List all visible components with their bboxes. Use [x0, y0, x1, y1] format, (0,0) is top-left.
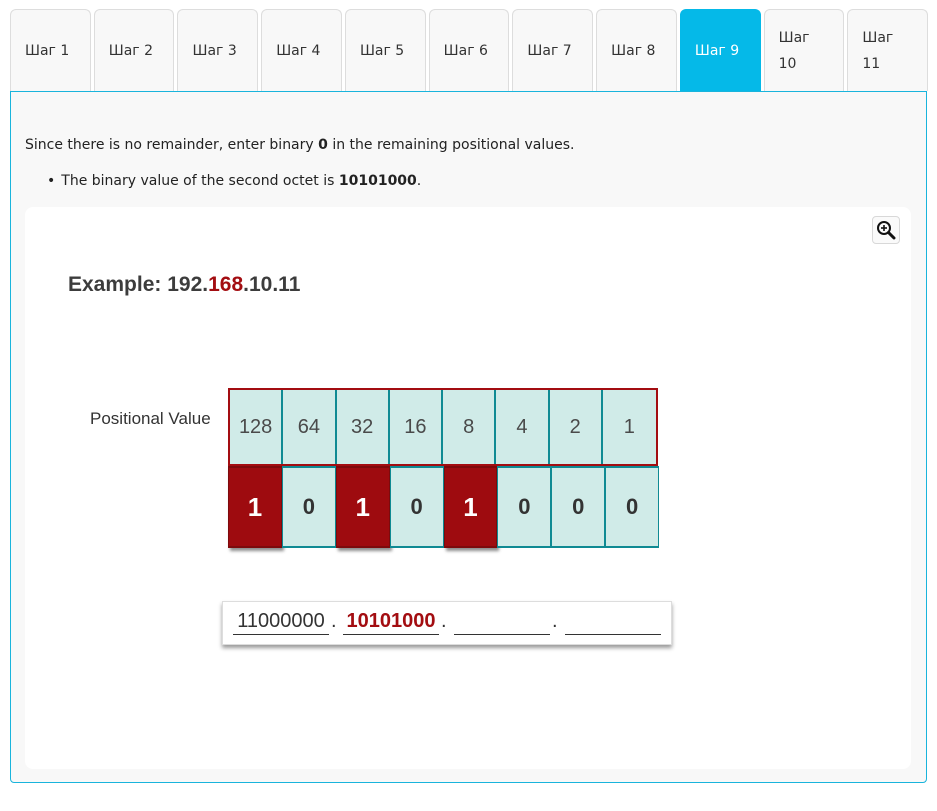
- positional-value-row: 128 64 32 16 8 4 2 1: [228, 388, 658, 466]
- bit-cell: 0: [497, 466, 552, 548]
- tab-label: Шаг 7: [527, 42, 572, 59]
- octet-separator: .: [331, 610, 337, 632]
- step-panel: Since there is no remainder, enter binar…: [10, 91, 927, 783]
- tab-label: Шаг 5: [359, 42, 405, 59]
- step-description: Since there is no remainder, enter binar…: [25, 137, 574, 153]
- bit-cell: 1: [443, 466, 498, 548]
- tab-step-7[interactable]: Шаг 7: [512, 9, 594, 91]
- text: .: [416, 173, 422, 189]
- zoom-button[interactable]: [872, 216, 900, 244]
- tab-step-11[interactable]: Шаг 11: [847, 9, 929, 91]
- bit-cell: 0: [605, 466, 659, 548]
- tab-label: Шаг 4: [276, 42, 321, 59]
- tab-step-1[interactable]: Шаг 1: [10, 9, 91, 91]
- positional-value-cell: 1: [623, 415, 635, 438]
- octet-3: [454, 608, 550, 635]
- tab-label: Шаг 6: [443, 42, 488, 59]
- positional-value-cell: 64: [283, 390, 337, 464]
- tab-step-2[interactable]: Шаг 2: [93, 9, 175, 91]
- tab-label: Шаг 1: [25, 42, 70, 59]
- text: The binary value of the second octet is: [61, 173, 339, 189]
- octet-4: [565, 608, 661, 635]
- octet-separator: .: [552, 610, 558, 632]
- highlighted-octet: 168: [208, 273, 244, 296]
- tab-step-3[interactable]: Шаг 3: [177, 9, 259, 91]
- example-title: Example: 192.168.10.11: [68, 273, 300, 297]
- positional-value-label: Positional Value: [90, 409, 211, 428]
- tab-step-6[interactable]: Шаг 6: [428, 9, 510, 91]
- tab-label: Шаг 11: [862, 29, 894, 72]
- positional-value-cell: 4: [496, 390, 550, 464]
- title-text: .10.11: [243, 273, 301, 296]
- tab-step-5[interactable]: Шаг 5: [344, 9, 426, 91]
- binary-address-box: 11000000 . 10101000 . .: [222, 601, 672, 645]
- example-figure: Example: 192.168.10.11 Positional Value …: [25, 207, 911, 769]
- positional-value-cell: 128: [230, 390, 284, 464]
- text: Since there is no remainder, enter binar…: [25, 137, 319, 153]
- bullet-dot: •: [47, 173, 56, 189]
- bit-cell: 0: [551, 466, 606, 548]
- positional-value-cell: 32: [337, 390, 390, 464]
- bit-cell: 1: [228, 466, 282, 548]
- bit-cell: 0: [389, 466, 444, 548]
- tab-label: Шаг 3: [192, 42, 237, 59]
- tab-step-10[interactable]: Шаг 10: [763, 9, 845, 91]
- tab-step-4[interactable]: Шаг 4: [261, 9, 342, 91]
- positional-value-cell: 8: [443, 390, 497, 464]
- zoom-in-icon: [877, 221, 896, 240]
- bold-text: 0: [318, 137, 328, 153]
- tab-label: Шаг 10: [778, 29, 810, 72]
- octet-2: 10101000: [343, 608, 439, 635]
- title-text: Example: 192.: [68, 273, 209, 296]
- bit-cell: 0: [281, 466, 336, 548]
- tab-label: Шаг 8: [611, 42, 656, 59]
- tab-step-8[interactable]: Шаг 8: [596, 9, 677, 91]
- bold-text: 10101000: [338, 173, 417, 189]
- tab-step-9[interactable]: Шаг 9: [679, 9, 761, 91]
- bullet-item: • The binary value of the second octet is…: [47, 173, 421, 189]
- bit-cell: 1: [335, 466, 390, 548]
- binary-bits-row: 1 0 1 0 1 0 0 0: [228, 466, 659, 548]
- step-tabs: Шаг 1 Шаг 2 Шаг 3 Шаг 4 Шаг 5 Шаг 6 Шаг …: [10, 9, 929, 91]
- octet-1: 11000000: [233, 608, 329, 635]
- positional-value-cell: 2: [550, 390, 603, 464]
- tab-label: Шаг 2: [108, 42, 153, 59]
- tab-label: Шаг 9: [694, 42, 740, 59]
- text: in the remaining positional values.: [327, 137, 575, 153]
- octet-separator: .: [441, 610, 447, 632]
- positional-value-cell: 16: [390, 390, 443, 464]
